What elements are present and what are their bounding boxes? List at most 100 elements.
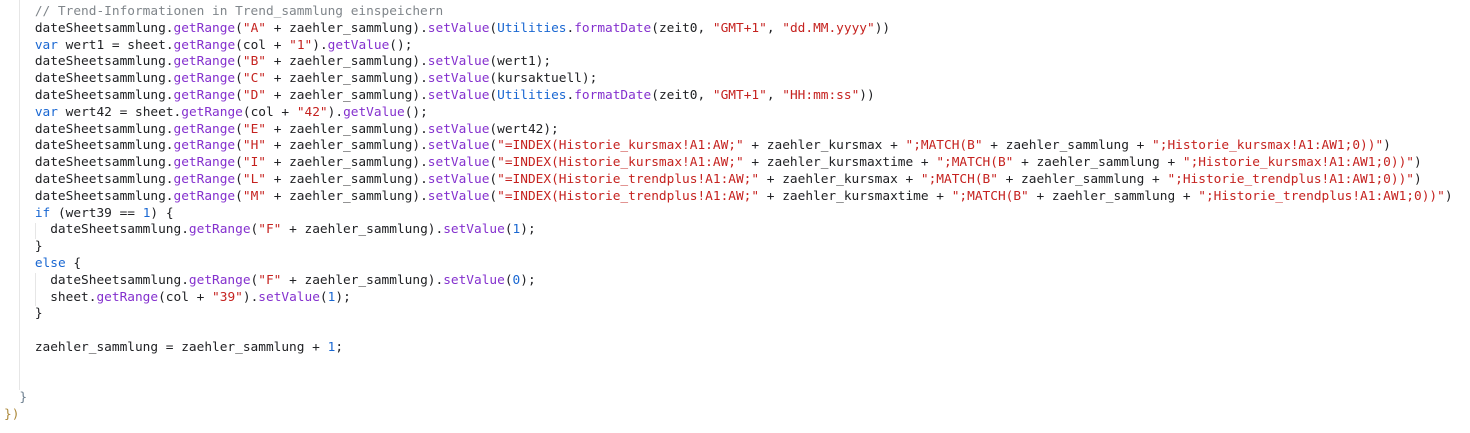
code-token-t: ) xyxy=(1414,155,1422,171)
code-token-f: setValue xyxy=(427,71,490,87)
code-token-t: } xyxy=(4,239,43,255)
code-token-f: setValue xyxy=(427,121,490,137)
code-token-s: "H" xyxy=(242,138,266,154)
code-token-s: "F" xyxy=(258,222,282,238)
code-line: dateSheetsammlung.getRange("F" + zaehler… xyxy=(4,222,1453,239)
code-token-n: 1 xyxy=(327,289,336,305)
code-token-s: ";MATCH(B" xyxy=(920,171,998,187)
code-token-o: Utilities xyxy=(497,20,567,36)
code-token-t: dateSheetsammlung. xyxy=(4,171,174,187)
code-token-s: "GMT+1" xyxy=(712,87,767,103)
code-token-s: "1" xyxy=(289,37,313,53)
code-token-s: "D" xyxy=(242,87,266,103)
code-token-t: + zaehler_sammlung). xyxy=(265,155,428,171)
code-line: if (wert39 == 1) { xyxy=(4,206,1453,223)
code-token-s: "GMT+1" xyxy=(712,20,767,36)
code-token-f: getRange xyxy=(173,71,236,87)
code-token-t: ) xyxy=(1383,138,1391,154)
code-token-n: 1 xyxy=(142,205,151,221)
code-token-t: (wert39 == xyxy=(50,205,143,221)
code-token-f: setValue xyxy=(427,155,490,171)
code-token-t xyxy=(4,256,35,271)
code-token-f: setValue xyxy=(427,20,490,36)
code-line: dateSheetsammlung.getRange("D" + zaehler… xyxy=(4,88,1453,105)
code-token-t: + zaehler_sammlung + xyxy=(982,138,1153,154)
code-token-f: setValue xyxy=(427,188,490,204)
code-token-t: ( xyxy=(489,188,498,204)
code-token-t: (zeit0, xyxy=(651,20,713,36)
code-token-t: ( xyxy=(489,20,498,36)
code-token-t: . xyxy=(566,20,575,36)
code-token-t: + zaehler_sammlung + xyxy=(997,171,1168,187)
code-token-k: else xyxy=(34,255,66,271)
code-line xyxy=(4,323,1453,340)
code-token-t: ( xyxy=(235,138,243,154)
code-line: sheet.getRange(col + "39").setValue(1); xyxy=(4,290,1453,307)
code-line: dateSheetsammlung.getRange("H" + zaehler… xyxy=(4,138,1453,155)
code-token-f: getRange xyxy=(173,138,236,154)
code-token-t: + zaehler_kursmaxtime + xyxy=(743,155,937,171)
code-token-t: ( xyxy=(235,121,243,137)
code-token-t: ( xyxy=(489,155,498,171)
code-token-t: (zeit0, xyxy=(651,87,713,103)
indent-guide xyxy=(35,223,36,239)
code-token-t: + zaehler_sammlung). xyxy=(265,188,428,204)
code-token-s: "39" xyxy=(212,289,243,305)
code-token-t: ). xyxy=(242,289,259,305)
code-token-s: "42" xyxy=(296,104,328,120)
code-token-n: 0 xyxy=(512,272,521,288)
code-token-k: var xyxy=(34,37,58,53)
code-token-t: ) { xyxy=(150,205,174,221)
code-token-t: )) xyxy=(859,87,875,103)
code-token-t: + zaehler_sammlung). xyxy=(265,87,428,103)
code-token-t: dateSheetsammlung. xyxy=(4,272,189,288)
indent-guide xyxy=(19,0,20,390)
code-line: else { xyxy=(4,256,1453,273)
code-token-s: ";Historie_kursmax!A1:AW1;0))" xyxy=(1152,138,1384,154)
code-token-t: ). xyxy=(327,104,344,120)
code-line xyxy=(4,357,1453,374)
code-token-s: "HH:mm:ss" xyxy=(782,87,860,103)
code-token-t: zaehler_sammlung = zaehler_sammlung + xyxy=(4,339,328,355)
code-line: dateSheetsammlung.getRange("A" + zaehler… xyxy=(4,21,1453,38)
code-token-t: ); xyxy=(520,222,536,238)
code-token-t: wert42 = sheet. xyxy=(57,104,182,120)
code-token-o: Utilities xyxy=(497,87,567,103)
code-token-t xyxy=(4,38,35,53)
code-token-f: setValue xyxy=(427,171,490,187)
code-token-t: (wert42); xyxy=(489,121,559,137)
code-token-f: getRange xyxy=(181,104,243,120)
code-token-s: "=INDEX(Historie_kursmax!A1:AW;" xyxy=(497,155,744,171)
code-token-t: { xyxy=(65,255,82,271)
code-token-f: getRange xyxy=(96,289,159,305)
code-token-s: ";MATCH(B" xyxy=(936,155,1014,171)
code-token-f: getRange xyxy=(188,222,251,238)
code-token-f: setValue xyxy=(427,138,490,154)
code-token-t: + zaehler_sammlung). xyxy=(265,20,428,36)
code-token-b1: }) xyxy=(4,407,20,423)
code-token-t: dateSheetsammlung. xyxy=(4,188,174,204)
code-token-f: getRange xyxy=(173,54,236,70)
code-token-t: ( xyxy=(235,54,243,70)
code-token-t: + zaehler_kursmaxtime + xyxy=(759,188,952,204)
code-line: dateSheetsammlung.getRange("C" + zaehler… xyxy=(4,71,1453,88)
code-line: dateSheetsammlung.getRange("L" + zaehler… xyxy=(4,172,1453,189)
code-token-t: ( xyxy=(235,171,243,187)
code-token-s: "=INDEX(Historie_trendplus!A1:AW;" xyxy=(497,171,760,187)
indent-guide xyxy=(35,273,36,306)
code-token-t: wert1 = sheet. xyxy=(57,37,174,53)
code-token-t: sheet. xyxy=(4,289,97,305)
code-token-s: "F" xyxy=(258,272,282,288)
code-token-t: + zaehler_kursmax + xyxy=(759,171,921,187)
code-token-f: setValue xyxy=(443,222,505,238)
code-token-f: getValue xyxy=(343,104,405,120)
code-token-f: formatDate xyxy=(574,20,652,36)
code-token-t: (); xyxy=(404,104,428,120)
code-token-t: + zaehler_sammlung + xyxy=(1028,188,1199,204)
code-line: var wert42 = sheet.getRange(col + "42").… xyxy=(4,105,1453,122)
code-token-s: "=INDEX(Historie_trendplus!A1:AW;" xyxy=(497,188,760,204)
code-token-t: (wert1); xyxy=(489,54,552,70)
code-token-s: ";MATCH(B" xyxy=(951,188,1029,204)
code-token-t: ) xyxy=(1413,171,1422,187)
